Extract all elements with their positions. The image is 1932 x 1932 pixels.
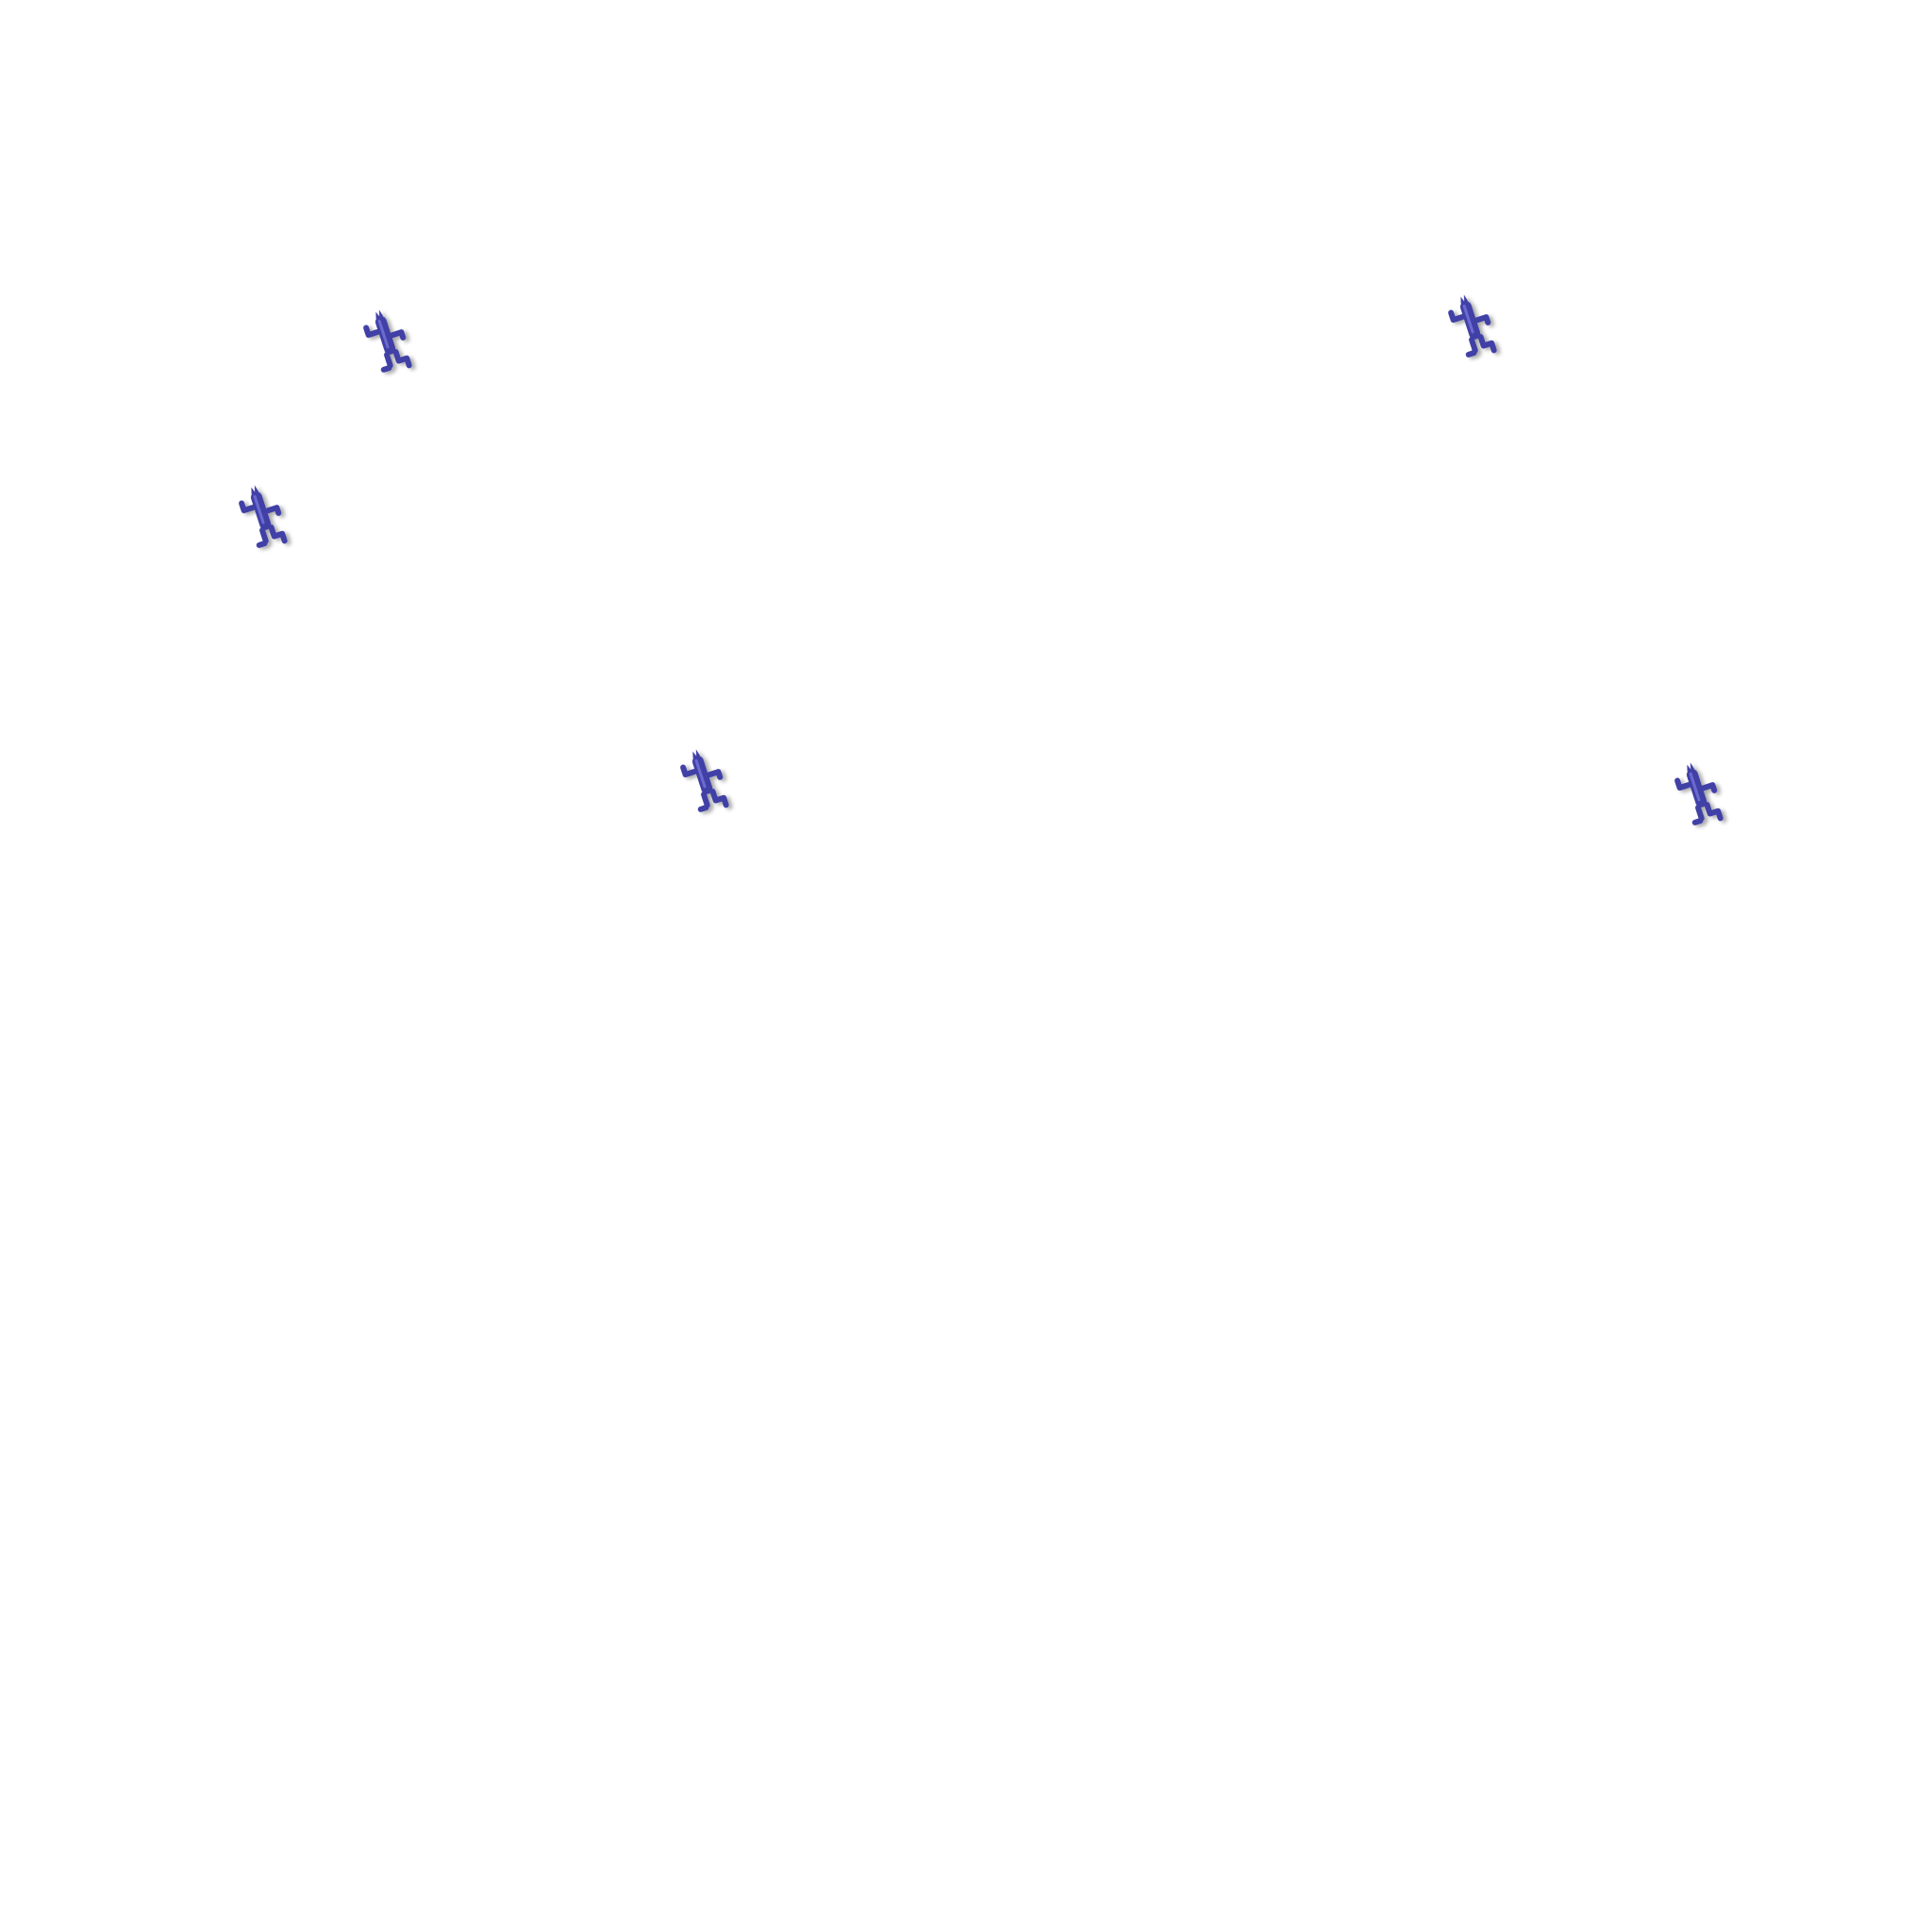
cactuar-shape bbox=[363, 309, 412, 373]
cactuar-shape bbox=[1674, 762, 1724, 825]
cactuar-icon bbox=[675, 747, 736, 823]
cactuar-icon bbox=[358, 308, 419, 383]
cactuar-icon bbox=[1443, 292, 1504, 368]
cactuar-shape bbox=[239, 485, 288, 548]
cactuar-shape bbox=[1448, 294, 1497, 358]
cactuar-icon bbox=[234, 483, 294, 558]
cactuar-icon bbox=[1670, 760, 1730, 836]
cactuar-shape bbox=[680, 749, 729, 812]
